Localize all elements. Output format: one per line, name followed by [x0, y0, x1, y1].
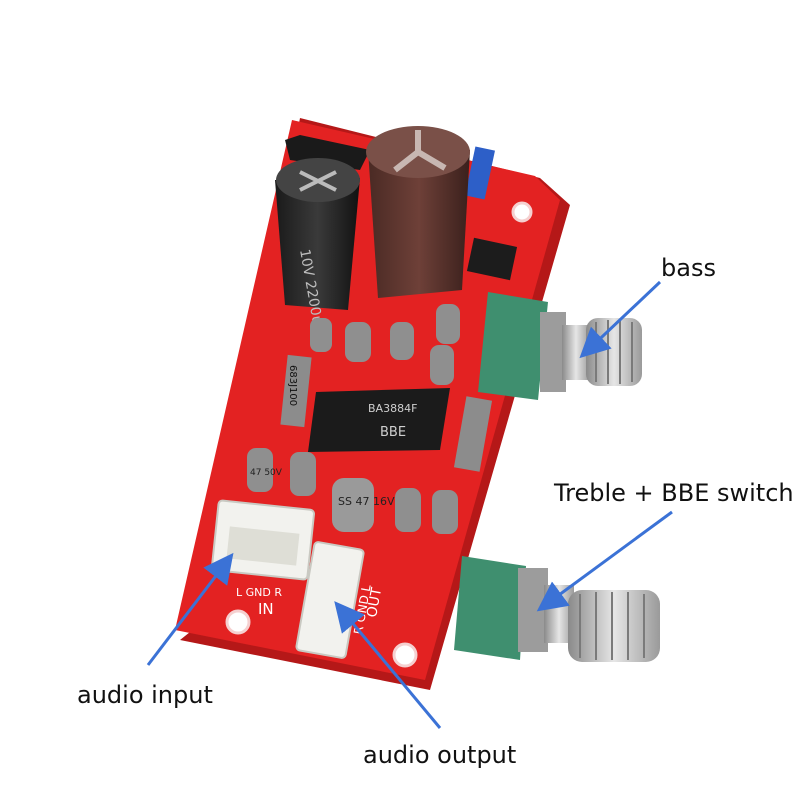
chip-part-label: BA3884F [368, 402, 417, 415]
cap-small-label: 47 50V [250, 468, 283, 478]
capacitor-2200uf: 10V 2200uF [275, 158, 360, 334]
output-arrow [334, 601, 442, 729]
bass-callout-label: bass [661, 254, 716, 282]
in-pins-label: L GND R [236, 586, 282, 599]
chip-logo-label: BBE [380, 425, 406, 440]
treble-callout-label: Treble + BBE switch [554, 479, 794, 507]
small-capacitors: SS 47 16V 47 50V [247, 304, 460, 534]
film-capacitors: 683J100 [280, 354, 493, 472]
treble-arrow [536, 510, 673, 612]
in-label: IN [258, 600, 274, 618]
ic-chip: BA3884F BBE [308, 388, 450, 452]
bass-arrow [579, 280, 662, 359]
bass-potentiometer [478, 292, 642, 400]
input-connector: L GND R IN [211, 499, 315, 618]
treble-potentiometer [454, 556, 660, 662]
out-label: OUT [364, 586, 385, 619]
capacitor-brown [366, 126, 470, 298]
callout-arrows [146, 280, 673, 729]
input-arrow [146, 552, 234, 666]
audio-input-callout-label: audio input [77, 681, 213, 709]
audio-output-callout-label: audio output [363, 741, 517, 769]
cap-ss-label: SS 47 16V [338, 495, 395, 508]
film-cap-label: 683J100 [287, 365, 298, 406]
